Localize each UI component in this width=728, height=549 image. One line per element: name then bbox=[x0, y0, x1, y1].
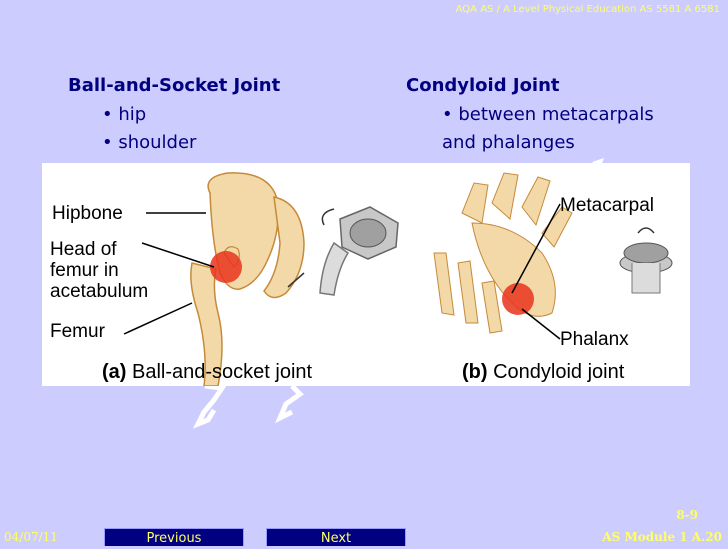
caption-ball-socket: (a) Ball-and-socket joint bbox=[102, 361, 312, 384]
condyloid-model bbox=[619, 227, 673, 294]
label-metacarpal: Metacarpal bbox=[560, 195, 654, 216]
slide-number: 8-9 bbox=[676, 508, 698, 522]
label-head-of-femur-3: acetabulum bbox=[50, 281, 149, 302]
ball-socket-title: Ball-and-Socket Joint bbox=[68, 75, 281, 96]
footer-date: 04/07/11 bbox=[4, 530, 58, 544]
caption-b-letter: (b) bbox=[462, 361, 488, 383]
label-phalanx: Phalanx bbox=[560, 329, 629, 350]
caption-a-letter: (a) bbox=[102, 361, 127, 383]
footer-module: AS Module 1 A.20 bbox=[602, 530, 722, 544]
ball-socket-model bbox=[287, 206, 399, 296]
hip-bone-drawing bbox=[190, 172, 305, 386]
previous-button[interactable]: Previous bbox=[104, 528, 244, 546]
hand-drawing bbox=[433, 172, 573, 334]
next-button[interactable]: Next bbox=[266, 528, 406, 546]
label-head-of-femur-1: Head of bbox=[50, 239, 117, 260]
caption-a-text: Ball-and-socket joint bbox=[132, 361, 313, 383]
label-hipbone: Hipbone bbox=[52, 203, 123, 224]
caption-b-text: Condyloid joint bbox=[493, 361, 625, 383]
header-reference: AQA AS / A Level Physical Education AS 5… bbox=[455, 4, 720, 15]
joint-drawings bbox=[123, 172, 673, 386]
label-femur: Femur bbox=[50, 321, 105, 342]
bullet-phalanges: and phalanges bbox=[442, 132, 575, 153]
bullet-metacarpals: • between metacarpals bbox=[442, 104, 654, 125]
bullet-shoulder: • shoulder bbox=[102, 132, 197, 153]
bullet-hip: • hip bbox=[102, 104, 147, 125]
joint-illustration: Hipbone Head of femur in acetabulum Femu… bbox=[42, 163, 690, 386]
condyloid-title: Condyloid Joint bbox=[406, 75, 560, 96]
label-head-of-femur-2: femur in bbox=[50, 260, 119, 281]
caption-condyloid: (b) Condyloid joint bbox=[462, 361, 624, 384]
